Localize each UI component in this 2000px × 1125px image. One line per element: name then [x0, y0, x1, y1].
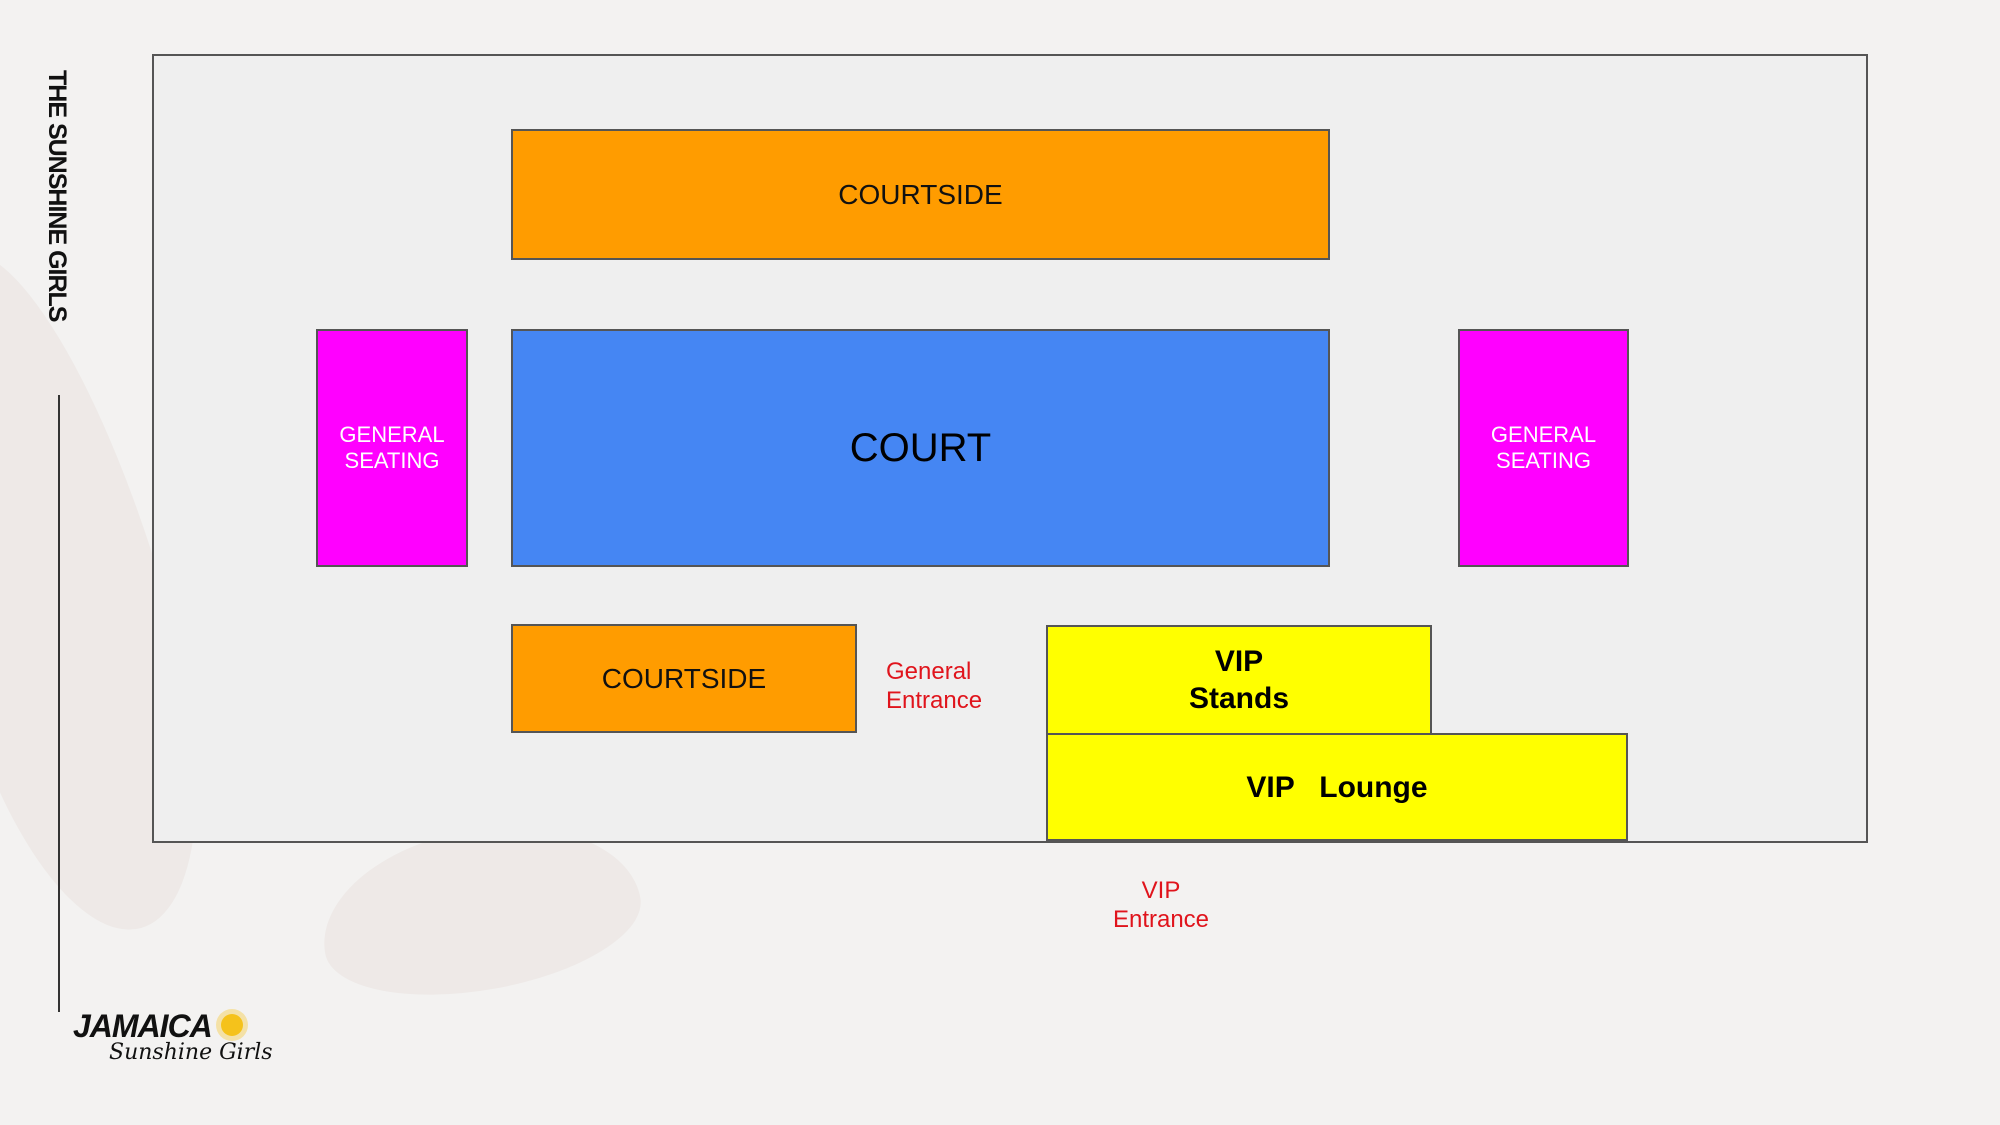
logo-text: JAMAICA — [73, 1008, 213, 1044]
section-label: COURTSIDE — [601, 662, 767, 694]
section-label: VIP Lounge — [1246, 770, 1428, 804]
entrance-text: VIP — [1141, 877, 1181, 904]
vip-stands: VIP Stands — [1046, 625, 1432, 735]
sun-icon — [221, 1014, 243, 1036]
section-label: SEATING — [344, 448, 440, 473]
courtside-top-section: COURTSIDE — [511, 129, 1330, 260]
section-label: COURT — [849, 425, 992, 470]
courtside-bottom-section: COURTSIDE — [511, 624, 857, 733]
section-label: VIP — [1214, 645, 1264, 678]
side-title: THE SUNSHINE GIRLS — [43, 70, 71, 322]
jamaica-sunshine-girls-logo: JAMAICA Sunshine Girls — [73, 1008, 273, 1065]
section-label: Stands — [1188, 682, 1290, 715]
divider — [58, 395, 60, 1012]
entrance-text: General — [886, 658, 972, 685]
logo-script: Sunshine Girls — [109, 1040, 273, 1065]
entrance-text: Entrance — [1112, 906, 1210, 933]
section-label: GENERAL — [339, 422, 445, 447]
vip-lounge: VIP Lounge — [1046, 733, 1628, 841]
section-label: GENERAL — [1490, 422, 1597, 447]
section-label: SEATING — [1496, 448, 1591, 473]
section-label: COURTSIDE — [838, 178, 1003, 210]
entrance-text: Entrance — [886, 687, 983, 714]
court: COURT — [511, 329, 1330, 567]
